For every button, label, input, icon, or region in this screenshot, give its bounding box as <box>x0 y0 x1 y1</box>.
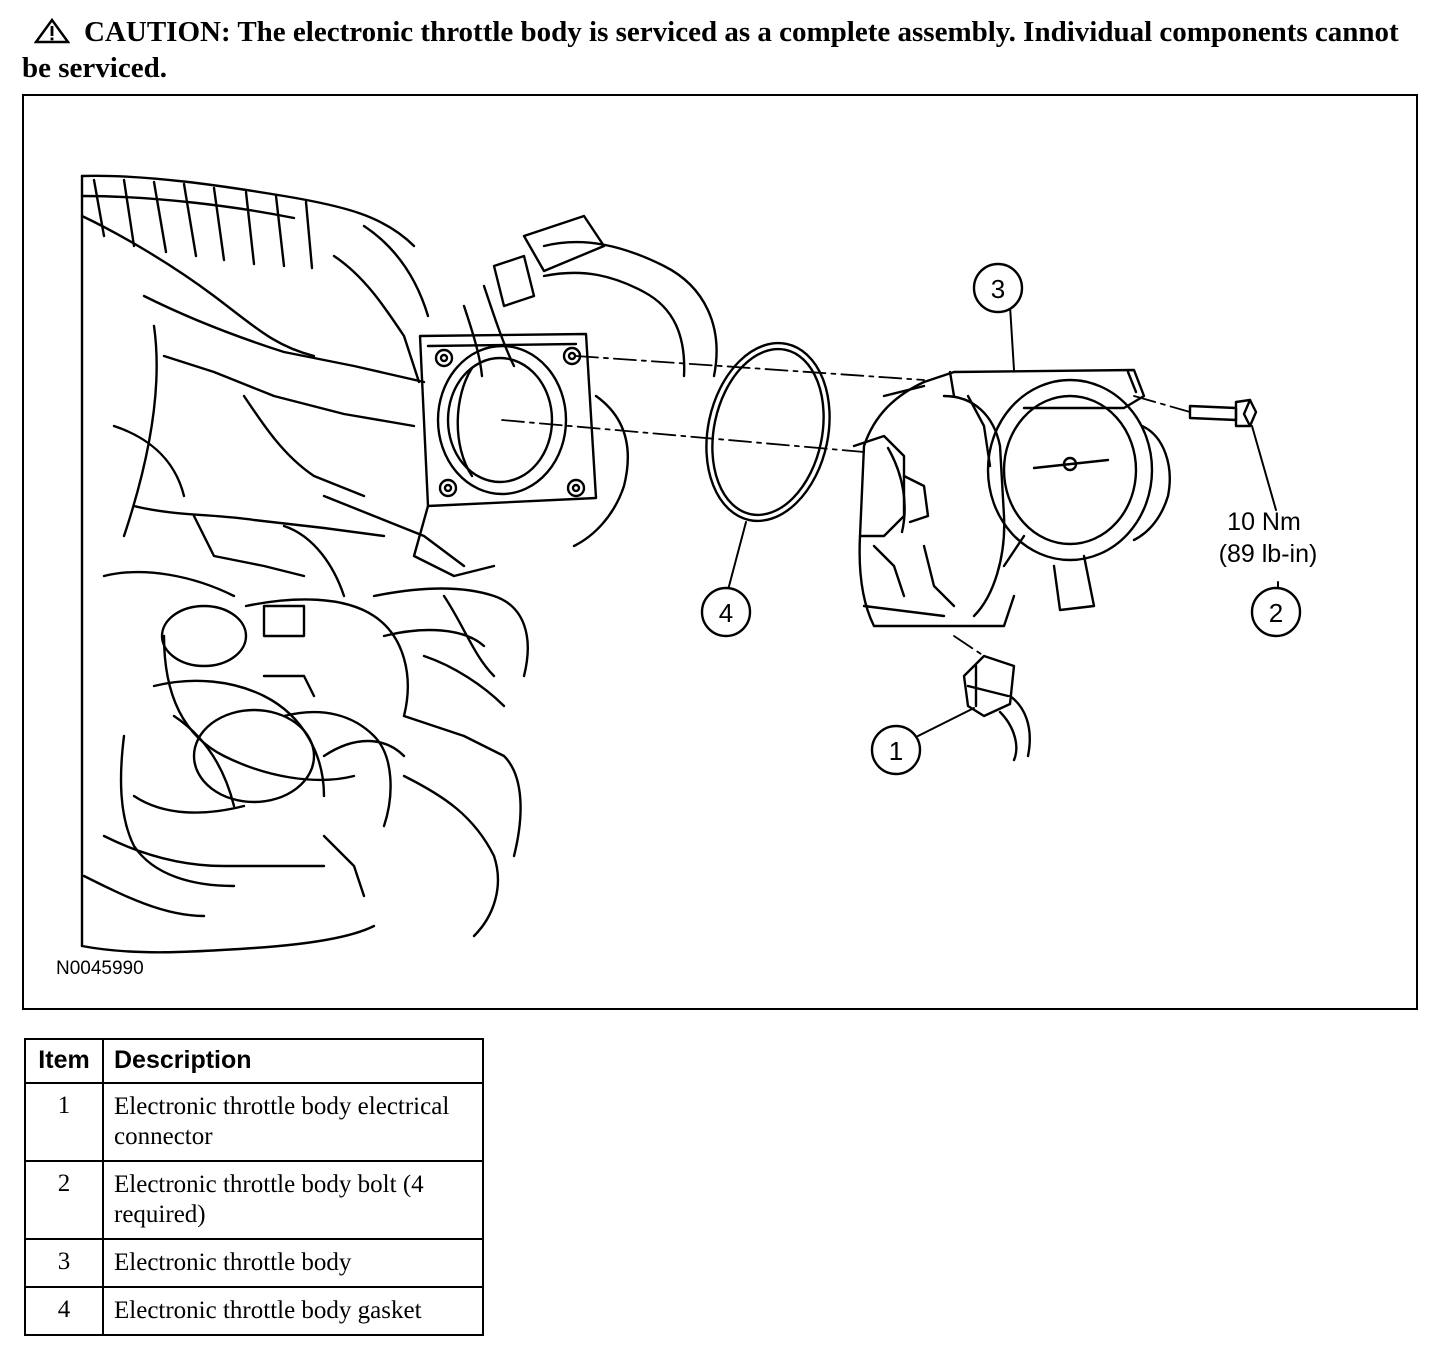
item-description: Electronic throttle body electrical conn… <box>102 1082 484 1162</box>
connector-drawing <box>962 654 1031 762</box>
bolt-drawing <box>1188 398 1258 428</box>
svg-text:1: 1 <box>889 736 903 766</box>
throttle-body-illustration: 3 4 2 1 10 Nm (89 lb-in) <box>80 174 1318 954</box>
caution-banner: CAUTION: The electronic throttle body is… <box>22 14 1412 86</box>
throttle-body-drawing <box>852 368 1171 628</box>
figure-id: N0045990 <box>56 958 144 979</box>
item-description-table: Item Description 1 Electronic throttle b… <box>24 1038 484 1336</box>
item-description: Electronic throttle body bolt (4 require… <box>102 1160 484 1240</box>
torque-imperial: (89 lb-in) <box>1219 540 1318 568</box>
svg-text:4: 4 <box>719 598 733 628</box>
description-column-header: Description <box>102 1038 484 1084</box>
exploded-view-figure: 3 4 2 1 10 Nm (89 lb-in) N0045990 <box>22 94 1418 1010</box>
warning-triangle-icon <box>33 17 71 44</box>
intake-flange-drawing <box>412 332 629 578</box>
svg-text:3: 3 <box>991 274 1005 304</box>
item-number: 1 <box>24 1082 104 1162</box>
svg-text:2: 2 <box>1269 598 1283 628</box>
item-description: Electronic throttle body <box>102 1238 484 1288</box>
item-description: Electronic throttle body gasket <box>102 1286 484 1336</box>
item-number: 3 <box>24 1238 104 1288</box>
torque-metric: 10 Nm <box>1227 508 1301 536</box>
callout-3: 3 <box>972 262 1024 314</box>
table-header-row: Item Description <box>24 1038 484 1084</box>
caution-text: CAUTION: The electronic throttle body is… <box>22 16 1399 84</box>
intake-manifold-drawing <box>80 174 718 954</box>
item-number: 2 <box>24 1160 104 1240</box>
table-row: 3 Electronic throttle body <box>24 1238 484 1288</box>
alignment-lines <box>501 355 1191 657</box>
callout-1: 1 <box>870 724 922 776</box>
callout-2: 2 <box>1250 586 1302 638</box>
item-number: 4 <box>24 1286 104 1336</box>
item-column-header: Item <box>24 1038 104 1084</box>
table-row: 1 Electronic throttle body electrical co… <box>24 1082 484 1162</box>
table-row: 4 Electronic throttle body gasket <box>24 1286 484 1336</box>
gasket-drawing <box>705 341 831 523</box>
callout-4: 4 <box>700 586 752 638</box>
table-row: 2 Electronic throttle body bolt (4 requi… <box>24 1160 484 1240</box>
